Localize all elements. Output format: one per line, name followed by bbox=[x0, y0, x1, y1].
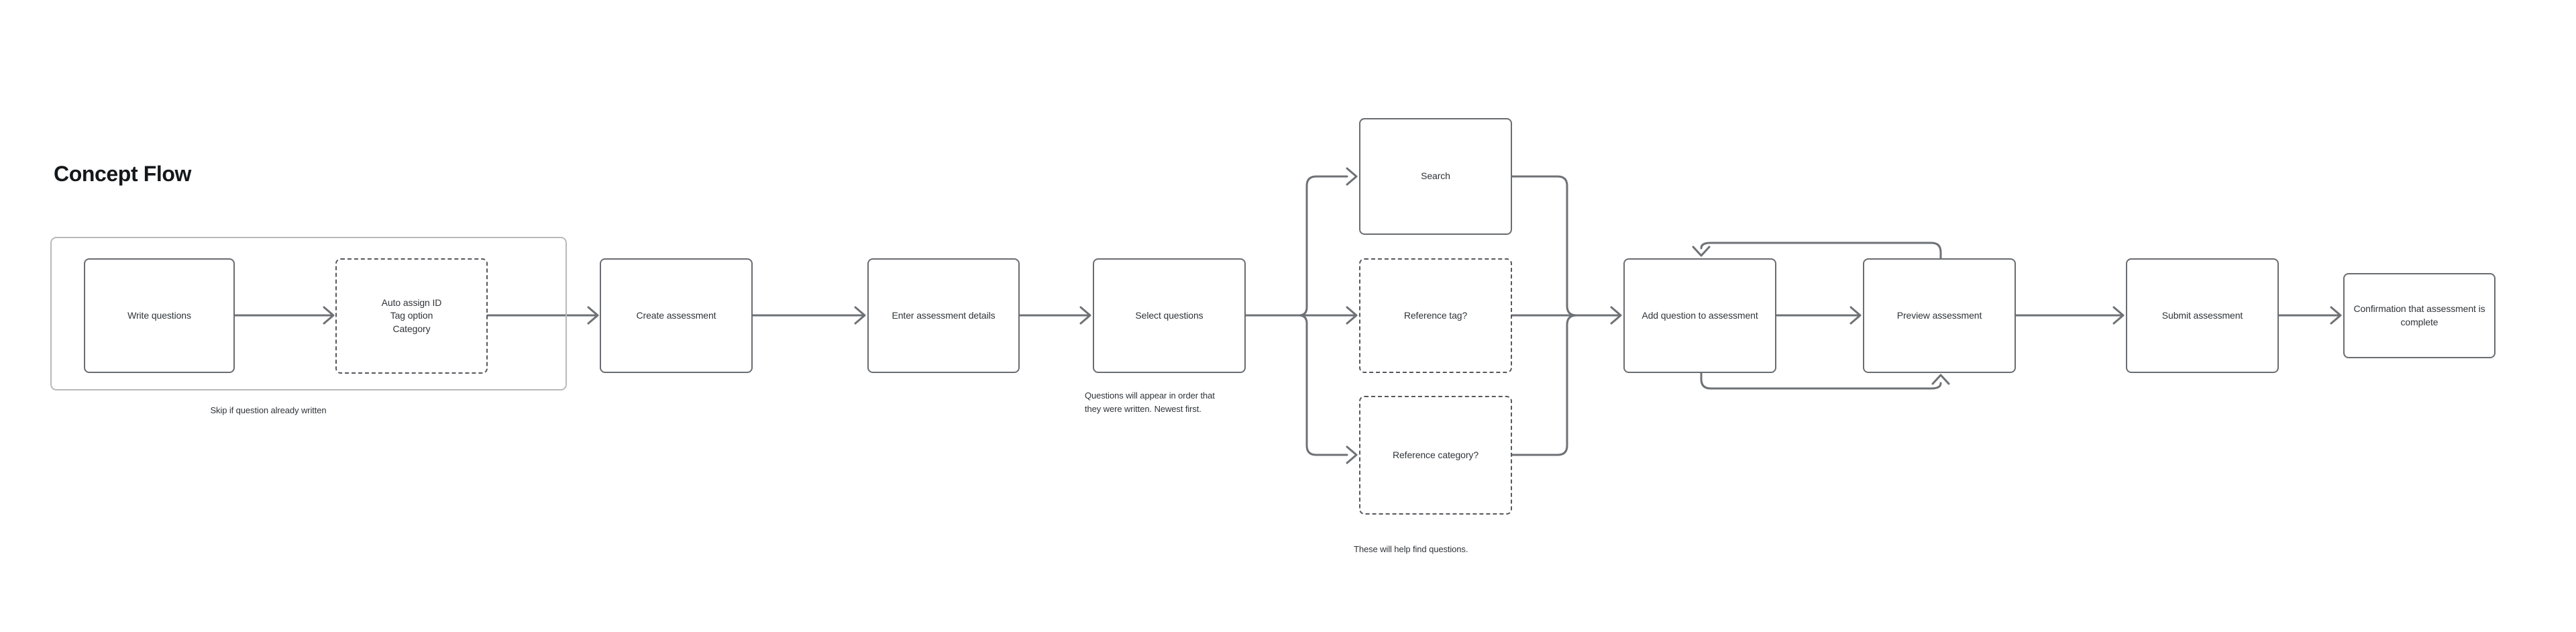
node-confirmation-complete[interactable]: Confirmation that assessment is complete bbox=[2343, 273, 2496, 358]
node-reference-category[interactable]: Reference category? bbox=[1359, 396, 1512, 515]
node-write-questions-label: Write questions bbox=[127, 309, 191, 321]
connector-add-to-preview bbox=[1775, 306, 1862, 325]
note-help-find-questions: These will help find questions. bbox=[1354, 544, 1468, 554]
node-add-question-label: Add question to assessment bbox=[1642, 309, 1758, 321]
connector-search-merge bbox=[1511, 175, 1578, 317]
node-add-question-to-assessment[interactable]: Add question to assessment bbox=[1623, 258, 1776, 373]
node-auto-assign-label: Auto assign ID Tag option Category bbox=[381, 297, 442, 334]
node-reference-tag-label: Reference tag? bbox=[1403, 309, 1468, 321]
connector-select-to-reference-category bbox=[1297, 314, 1358, 464]
connector-submit-to-confirmation bbox=[2277, 306, 2342, 325]
connector-create-to-enter bbox=[751, 306, 866, 325]
node-preview-assessment-label: Preview assessment bbox=[1896, 309, 1982, 321]
node-search[interactable]: Search bbox=[1359, 118, 1512, 235]
node-reference-tag[interactable]: Reference tag? bbox=[1359, 258, 1512, 373]
node-reference-category-label: Reference category? bbox=[1392, 449, 1479, 460]
node-write-questions[interactable]: Write questions bbox=[84, 258, 235, 373]
node-enter-assessment-details-label: Enter assessment details bbox=[892, 309, 996, 321]
connector-preview-loop-back bbox=[1692, 242, 1942, 260]
node-confirmation-label: Confirmation that assessment is complete bbox=[2353, 303, 2485, 327]
node-create-assessment-label: Create assessment bbox=[636, 309, 716, 321]
node-enter-assessment-details[interactable]: Enter assessment details bbox=[867, 258, 1020, 373]
connector-merge-to-add bbox=[1511, 306, 1622, 325]
node-search-label: Search bbox=[1421, 170, 1450, 182]
connector-select-to-reference-tag bbox=[1244, 306, 1358, 325]
page-title: Concept Flow bbox=[54, 162, 191, 186]
connector-category-merge bbox=[1511, 314, 1578, 456]
node-preview-assessment[interactable]: Preview assessment bbox=[1863, 258, 2016, 373]
write-questions-group-frame[interactable] bbox=[50, 237, 567, 390]
note-skip-if-written: Skip if question already written bbox=[210, 405, 327, 415]
node-auto-assign[interactable]: Auto assign ID Tag option Category bbox=[335, 258, 488, 374]
connector-select-to-search bbox=[1297, 167, 1358, 317]
connector-enter-to-select bbox=[1018, 306, 1091, 325]
node-create-assessment[interactable]: Create assessment bbox=[600, 258, 753, 373]
connector-preview-to-submit bbox=[2015, 306, 2125, 325]
node-submit-assessment[interactable]: Submit assessment bbox=[2126, 258, 2279, 373]
node-select-questions[interactable]: Select questions bbox=[1093, 258, 1246, 373]
node-submit-assessment-label: Submit assessment bbox=[2161, 309, 2243, 321]
connector-add-loop-forward bbox=[1700, 372, 1950, 390]
note-question-order: Questions will appear in order that they… bbox=[1085, 390, 1215, 414]
node-select-questions-label: Select questions bbox=[1135, 309, 1203, 321]
